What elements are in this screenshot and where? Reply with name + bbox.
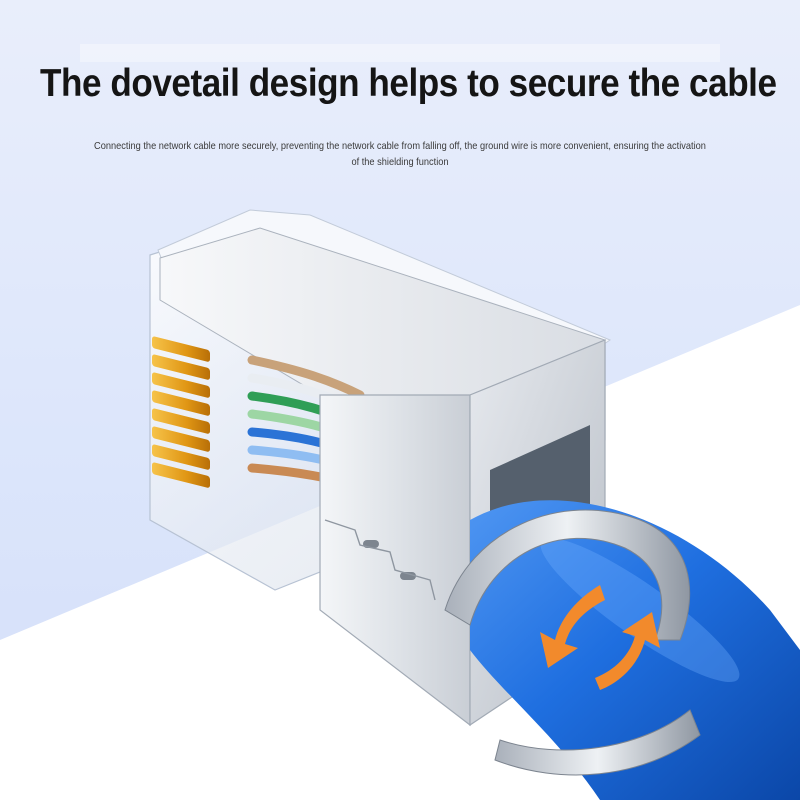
shield-band-tail [494,709,701,776]
cable-highlight [540,537,740,683]
shield-band [444,509,691,641]
headline-glow [80,44,720,62]
gold-contact-pins [152,336,210,488]
dovetail-slot-lower [400,572,416,580]
rotation-arrows-icon [540,585,660,690]
subline: Connecting the network cable more secure… [94,140,706,168]
headline: The dovetail design helps to secure the … [40,62,777,105]
dovetail-seam [324,519,436,601]
